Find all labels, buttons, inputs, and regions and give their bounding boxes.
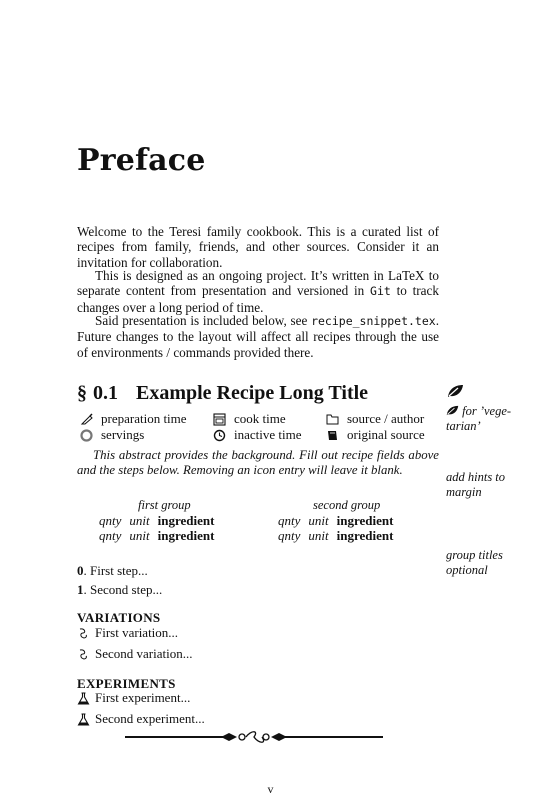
qnty: qnty [278, 513, 301, 528]
recipe-title-text: Example Recipe Long Title [136, 382, 369, 404]
p3-text-a: Said presentation is included below, see [95, 313, 312, 328]
group-title-1: first group [138, 498, 191, 512]
intro-paragraph-1: Welcome to the Teresi family cookbook. T… [77, 224, 439, 270]
page-number: v [267, 782, 274, 796]
flask-icon [77, 712, 90, 726]
experiments-heading: EXPERIMENTS [77, 676, 176, 691]
ornament-divider [125, 731, 383, 743]
flask-icon [77, 691, 90, 705]
step-number: 0 [77, 563, 84, 578]
recipe-abstract: This abstract provides the background. F… [77, 448, 439, 478]
ingredient: ingredient [336, 528, 394, 543]
knife-icon [80, 412, 93, 424]
leaf-icon [448, 385, 463, 397]
meta-servings: servings [80, 427, 144, 443]
servings-label: servings [101, 427, 145, 442]
p3-text-b: . Future changes to the layout will affe… [77, 313, 439, 360]
section-number: 0.1 [93, 382, 118, 404]
p2-text-c: to track changes over a long period of t… [77, 283, 439, 315]
experiment-text: First experiment... [95, 690, 191, 705]
step-item: 0. First step... [77, 563, 148, 579]
plate-icon [80, 428, 93, 442]
snippet-filename: recipe_snippet.tex [311, 314, 436, 328]
variation-item: Second variation... [77, 646, 192, 662]
meta-inactive: inactive time [213, 427, 302, 443]
ingredient-row: qnty unit ingredient [278, 513, 393, 529]
variation-text: Second variation... [95, 646, 193, 661]
book-icon [328, 430, 337, 440]
swirl-icon [79, 627, 87, 639]
qnty: qnty [99, 528, 122, 543]
experiment-item: First experiment... [77, 690, 190, 706]
inactive-label: inactive time [234, 427, 302, 442]
prep-label: preparation time [101, 411, 187, 426]
original-label: original source [347, 427, 425, 442]
unit: unit [308, 513, 329, 528]
step-text: . First step... [83, 563, 148, 578]
variation-item: First variation... [77, 625, 178, 641]
ingredient-row: qnty unit ingredient [99, 513, 214, 529]
swirl-icon [79, 648, 87, 660]
variation-text: First variation... [95, 625, 179, 640]
ingredient: ingredient [157, 528, 215, 543]
latex-logo: LaTeX [388, 268, 425, 283]
ingredient: ingredient [336, 513, 394, 528]
clock-icon [213, 429, 226, 441]
intro-paragraph-3: Said presentation is included below, see… [77, 313, 439, 360]
meta-source: source / author [326, 411, 424, 427]
experiment-text: Second experiment... [95, 711, 205, 726]
intro-paragraph-2: This is designed as an ongoing project. … [77, 268, 439, 315]
git-name: Git [370, 284, 391, 299]
margin-note-hints: add hints to margin [446, 470, 506, 499]
step-text: . Second step... [83, 582, 163, 597]
ingredient-row: qnty unit ingredient [278, 528, 393, 544]
source-label: source / author [347, 411, 425, 426]
cook-label: cook time [234, 411, 286, 426]
meta-prep: preparation time [80, 411, 187, 427]
experiment-item: Second experiment... [77, 711, 205, 727]
unit: unit [129, 528, 150, 543]
qnty: qnty [99, 513, 122, 528]
folder-icon [326, 414, 339, 424]
unit: unit [308, 528, 329, 543]
ingredient: ingredient [157, 513, 215, 528]
ingredient-row: qnty unit ingredient [99, 528, 214, 544]
meta-original: original source [326, 427, 425, 443]
leaf-icon [446, 405, 459, 416]
step-number: 1 [77, 582, 84, 597]
oven-icon [213, 412, 226, 426]
step-item: 1. Second step... [77, 582, 162, 598]
veg-note-text: for ’vege-tarian’ [446, 404, 512, 433]
p2-text-a: This is designed as an ongoing project. … [95, 268, 389, 283]
margin-note-vegetarian: for ’vege-tarian’ [446, 404, 526, 434]
margin-note-group-titles: group titles optional [446, 548, 503, 577]
meta-cook: cook time [213, 411, 286, 427]
section-symbol: § [77, 382, 87, 404]
chapter-title: Preface [77, 143, 206, 178]
p2-text-b: to separate content from presentation an… [77, 268, 439, 299]
variations-heading: VARIATIONS [77, 610, 161, 625]
recipe-title: § 0.1 Example Recipe Long Title [77, 382, 368, 405]
qnty: qnty [278, 528, 301, 543]
group-title-2: second group [313, 498, 381, 512]
unit: unit [129, 513, 150, 528]
